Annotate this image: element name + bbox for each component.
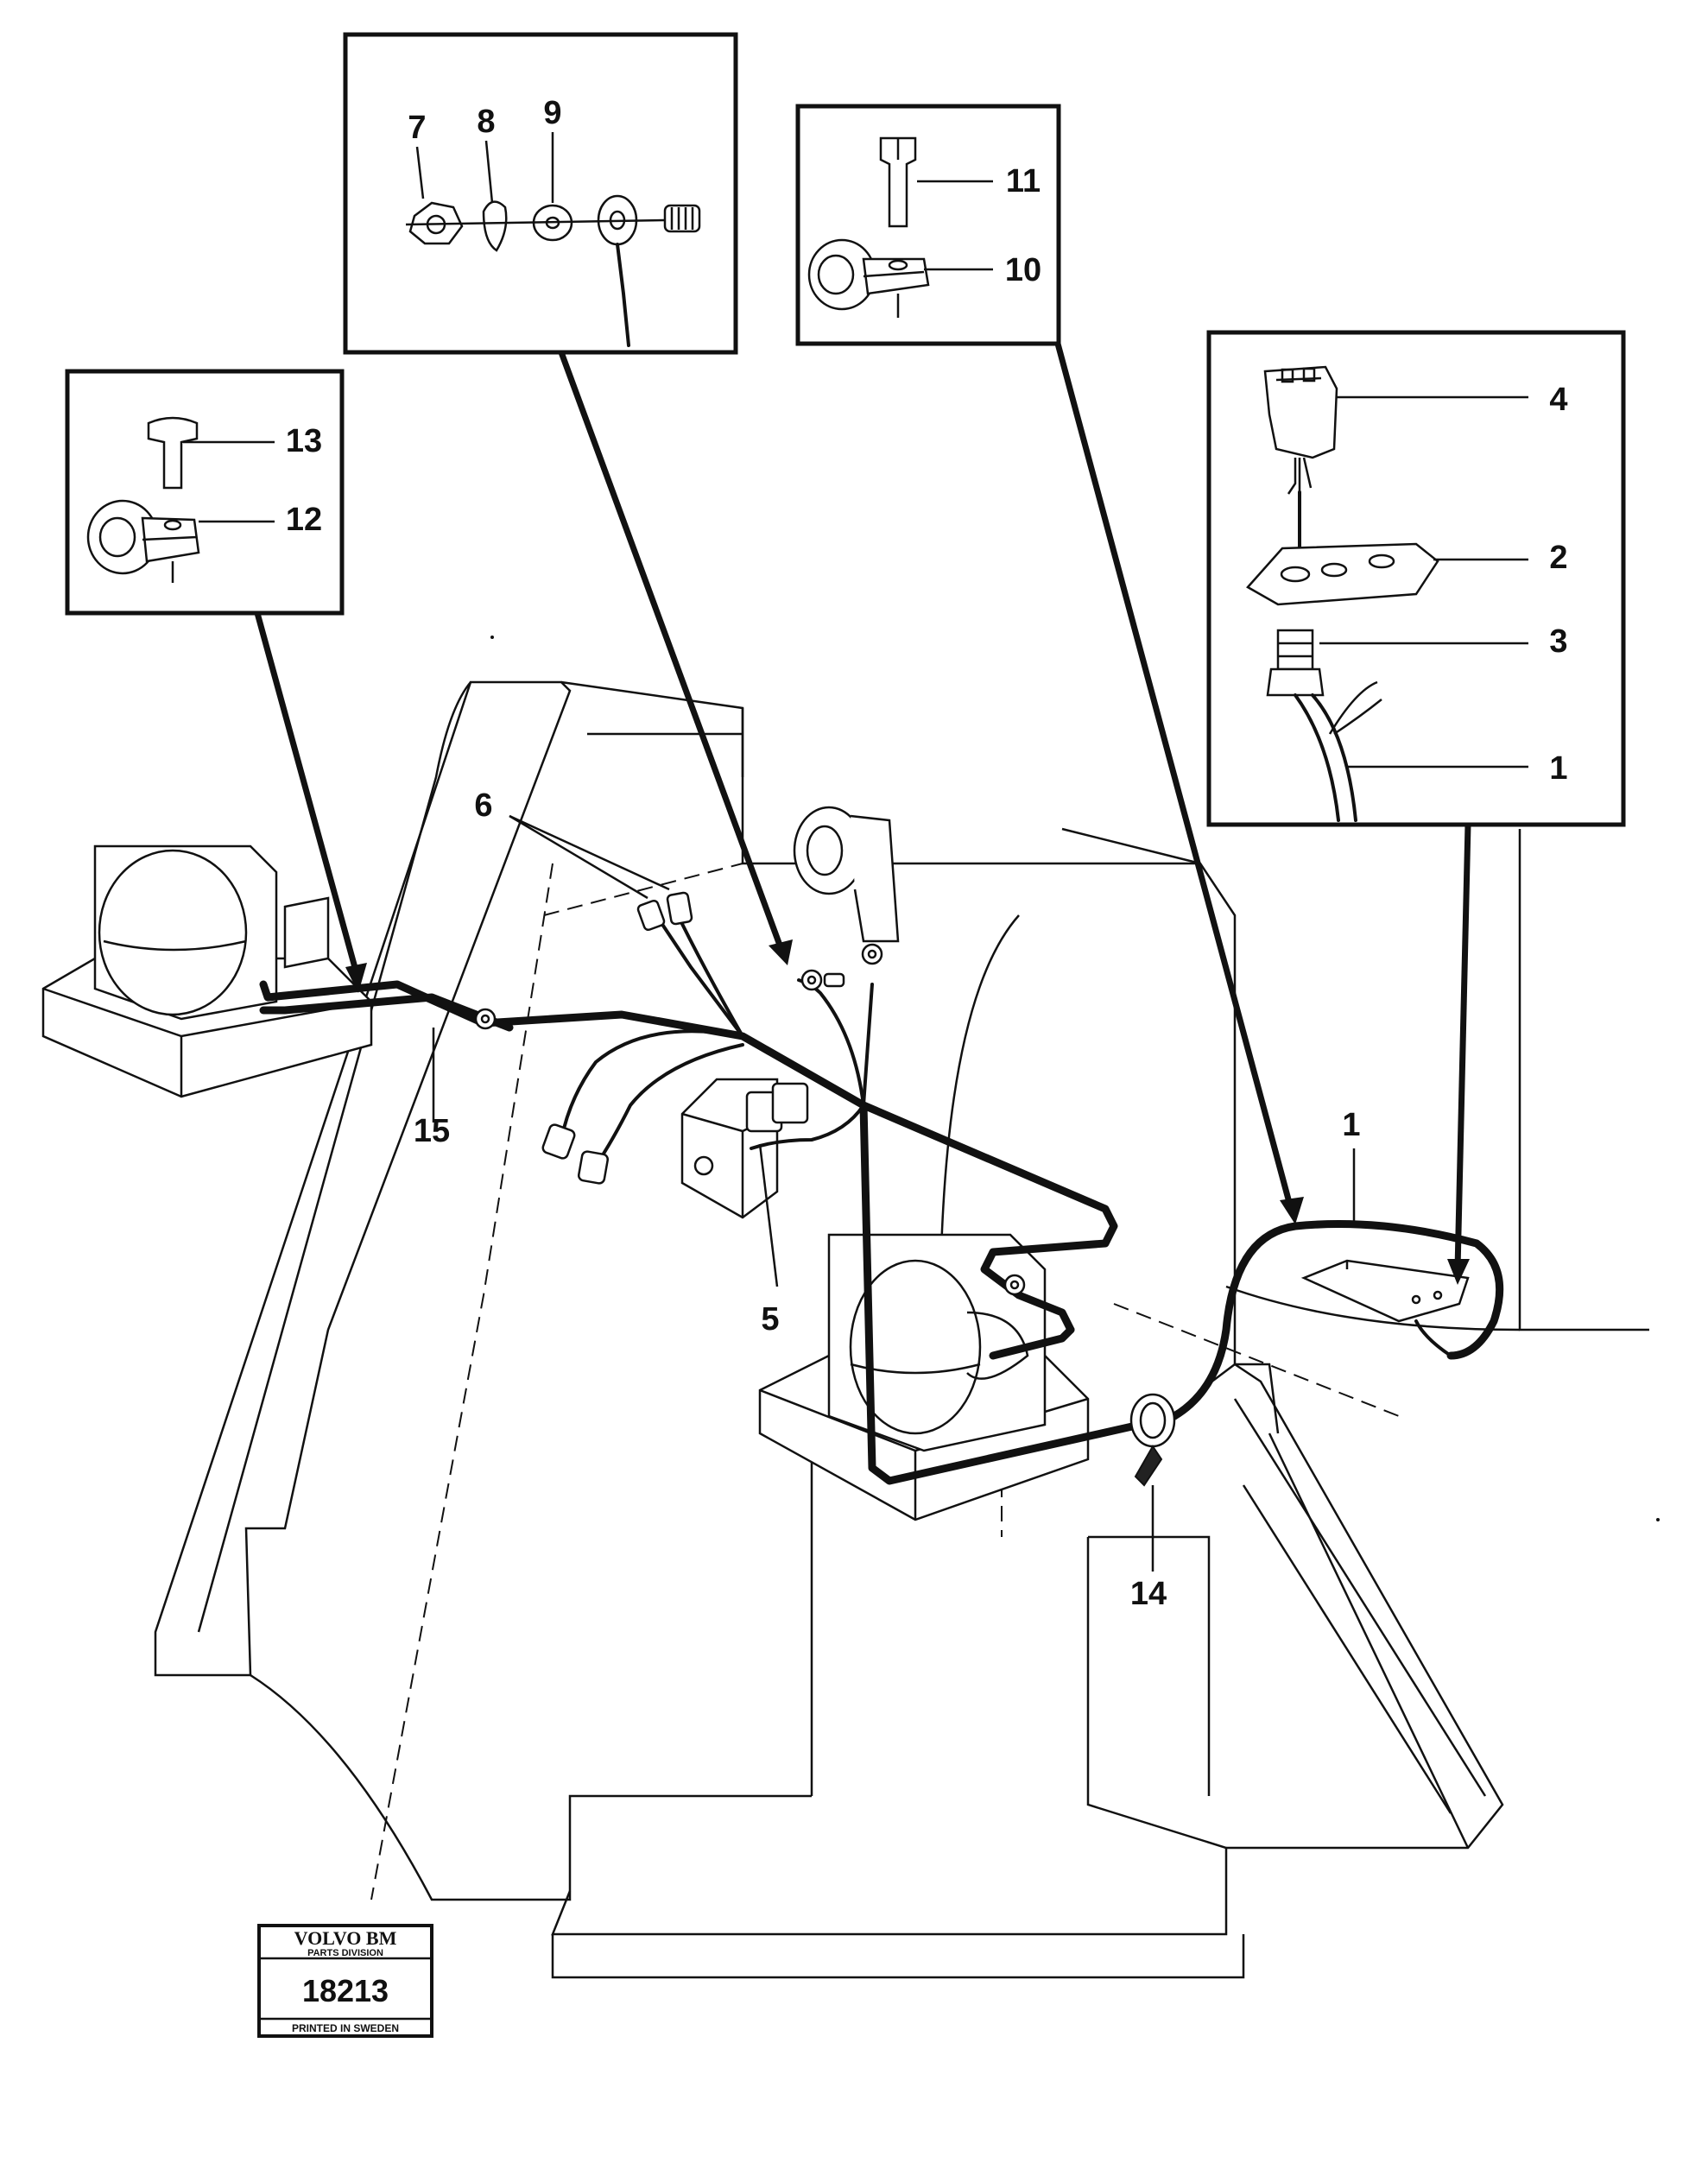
callout-3: 3 (1549, 623, 1567, 660)
callout-12: 12 (286, 502, 322, 538)
harness-fittings (474, 891, 1176, 1487)
callout-5: 5 (761, 1301, 779, 1338)
stamp-division: PARTS DIVISION (307, 1948, 383, 1958)
callout-11: 11 (1006, 163, 1041, 199)
callout-13: 13 (286, 423, 322, 459)
main-callouts: 6 15 5 1 14 (414, 787, 1361, 1612)
callout-9: 9 (543, 95, 561, 131)
parts-stamp: VOLVO BM PARTS DIVISION 18213 PRINTED IN… (257, 1924, 433, 2038)
callout-1-main: 1 (1342, 1107, 1360, 1143)
callout-2: 2 (1549, 540, 1567, 576)
horn (793, 806, 900, 943)
callout-6: 6 (474, 787, 492, 824)
detail-box-12-13: 13 12 (65, 369, 345, 616)
callout-14: 14 (1130, 1576, 1167, 1612)
stamp-brand: VOLVO BM (294, 1927, 397, 1949)
callout-4: 4 (1549, 382, 1567, 418)
sensor-plate (1300, 1259, 1470, 1323)
detail-box-7-8-9: 7 8 9 (343, 32, 738, 355)
center-headlamp (758, 1233, 1090, 1521)
callout-7: 7 (408, 110, 426, 146)
stamp-number: 18213 (302, 1973, 389, 2008)
detail-box-10-11: 11 10 (795, 104, 1061, 346)
callout-8: 8 (477, 104, 495, 140)
left-headlamp (41, 844, 373, 1098)
detail-box-1-2-3-4: 4 2 3 1 (1206, 330, 1626, 827)
callout-1-detail: 1 (1549, 750, 1567, 787)
callout-15: 15 (414, 1113, 450, 1149)
valve-block (680, 1078, 809, 1219)
leader-lines (254, 343, 1471, 1572)
stamp-printed: PRINTED IN SWEDEN (292, 2022, 399, 2034)
callout-10: 10 (1005, 252, 1041, 288)
